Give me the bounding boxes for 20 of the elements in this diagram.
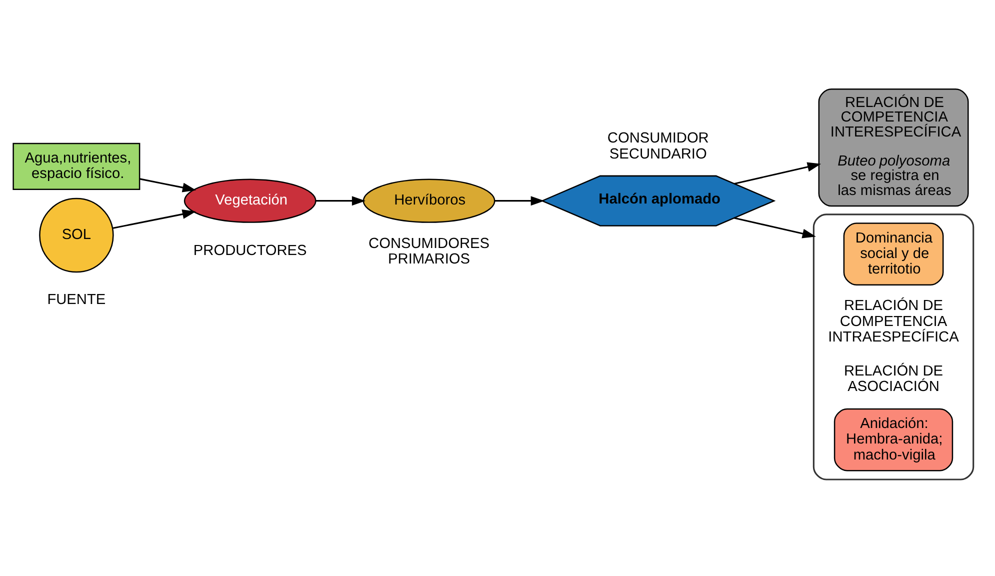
arrow bbox=[316, 196, 366, 206]
arrow bbox=[112, 209, 196, 228]
node-label: PRODUCTORES bbox=[193, 242, 307, 258]
node-box: Dominancia social y de territotio bbox=[843, 222, 944, 285]
node-label: CONSUMIDORES PRIMARIOS bbox=[368, 236, 490, 268]
node-box: Anidación: Hembra-anida; macho-vigila bbox=[834, 408, 954, 471]
node-box: Agua,nutrientes, espacio físico. bbox=[12, 142, 140, 190]
node-label: FUENTE bbox=[47, 291, 106, 308]
node-label: RELACIÓN DE ASOCIACIÓN bbox=[844, 362, 944, 394]
arrow bbox=[140, 178, 196, 192]
node-label: CONSUMIDOR SECUNDARIO bbox=[607, 130, 709, 162]
node-box: RELACIÓN DE COMPETENCIA INTERESPECÍFICA Buteo polyosoma se registra en las mismas áreas bbox=[818, 88, 969, 206]
node-circle: SOL bbox=[39, 197, 114, 272]
node-ellipse: Hervíboros bbox=[362, 178, 496, 222]
arrow bbox=[494, 196, 544, 206]
node-label: RELACIÓN DE COMPETENCIA INTRAESPECÍFICA bbox=[828, 298, 959, 345]
arrow bbox=[734, 216, 816, 238]
arrow bbox=[734, 162, 822, 184]
node-ellipse: Vegetación bbox=[184, 178, 316, 222]
cluster bbox=[812, 213, 974, 480]
